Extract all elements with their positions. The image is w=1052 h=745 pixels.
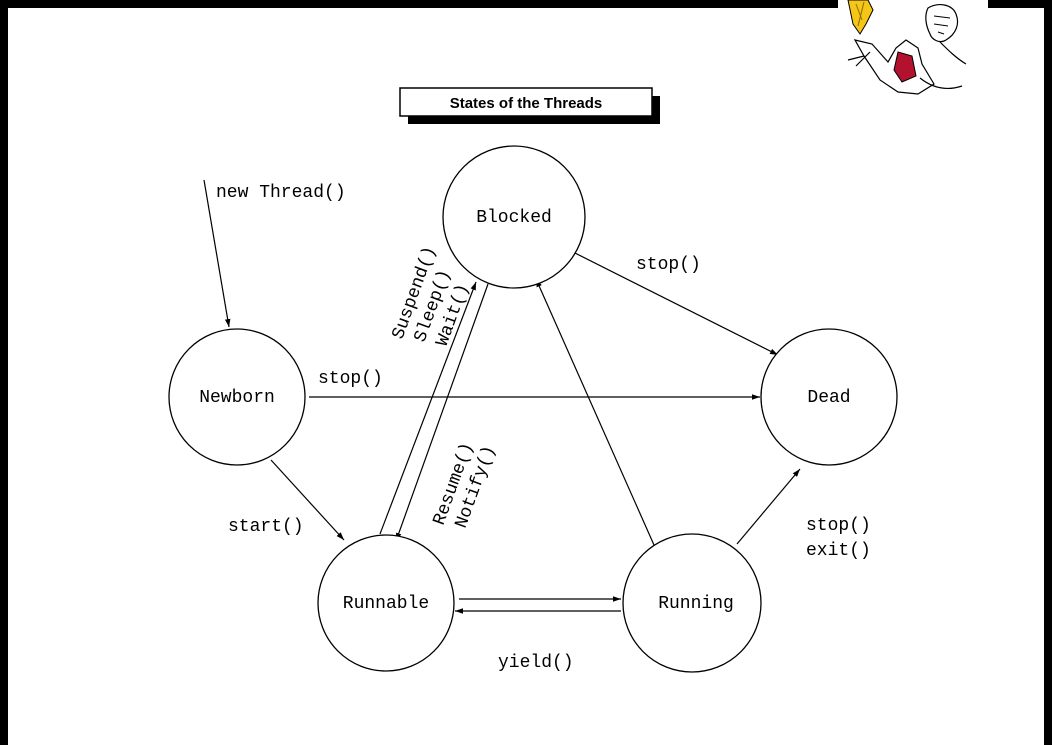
state-dead-label: Dead bbox=[807, 388, 850, 408]
arrow-running-to-blocked bbox=[535, 278, 655, 546]
diagram-title: States of the Threads bbox=[399, 87, 660, 124]
state-newborn: Newborn bbox=[168, 328, 306, 466]
label-start: start() bbox=[228, 517, 304, 537]
title-text: States of the Threads bbox=[450, 95, 603, 112]
label-new-thread: new Thread() bbox=[216, 183, 346, 203]
arrow-blocked-to-runnable bbox=[395, 283, 489, 542]
arrow-new-thread bbox=[203, 179, 231, 328]
arrow-blocked-to-dead bbox=[566, 248, 779, 356]
arrow-newborn-to-runnable bbox=[270, 459, 345, 541]
state-newborn-label: Newborn bbox=[199, 388, 275, 408]
state-blocked-label: Blocked bbox=[476, 208, 552, 228]
state-runnable-label: Runnable bbox=[343, 594, 429, 614]
state-running: Running bbox=[622, 533, 762, 673]
state-runnable: Runnable bbox=[317, 534, 455, 672]
label-stop-running-dead: stop() bbox=[806, 516, 871, 536]
label-stop-blocked-dead: stop() bbox=[636, 255, 701, 275]
label-stop-newborn-dead: stop() bbox=[318, 369, 383, 389]
arrow-runnable-to-blocked bbox=[379, 281, 477, 535]
state-running-label: Running bbox=[658, 594, 734, 614]
mascot-clipart bbox=[838, 0, 988, 95]
label-exit-running-dead: exit() bbox=[806, 541, 871, 561]
state-dead: Dead bbox=[760, 328, 898, 466]
arrow-running-to-dead bbox=[736, 468, 801, 545]
state-blocked: Blocked bbox=[442, 145, 586, 289]
label-yield: yield() bbox=[498, 653, 574, 673]
